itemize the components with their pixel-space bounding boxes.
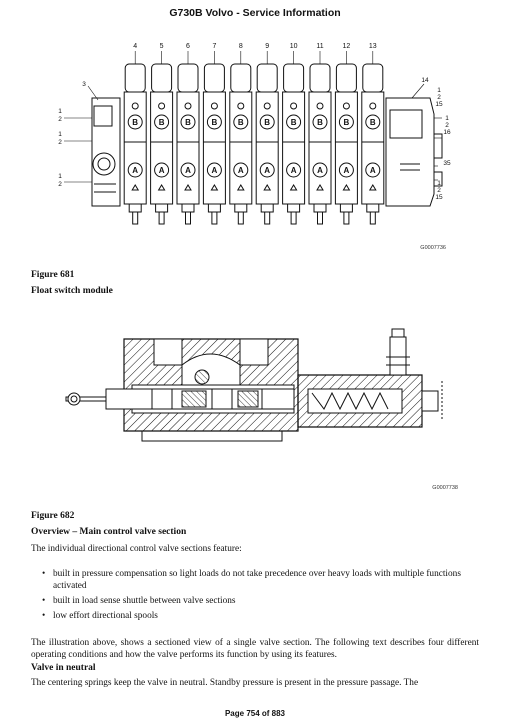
callout-left-b-2: 2 <box>58 139 62 146</box>
description-paragraph: The illustration above, shows a sectione… <box>31 638 479 660</box>
callout-8: 8 <box>239 43 243 50</box>
valve-section: BA <box>282 63 306 225</box>
valve-section: BA <box>361 63 385 225</box>
port-a-label: A <box>132 166 138 175</box>
callout-3: 3 <box>82 81 86 88</box>
valve-section: BA <box>308 63 332 225</box>
port-b-label: B <box>370 118 376 127</box>
callout-left-c-2: 2 <box>58 181 62 188</box>
feature-item: low effort directional spools <box>42 610 480 622</box>
valve-section: BA <box>176 63 200 225</box>
feature-item: built in pressure compensation so light … <box>42 568 480 592</box>
port-a-label: A <box>291 166 297 175</box>
port-a-label: A <box>264 166 270 175</box>
page-header-title: G730B Volvo - Service Information <box>169 7 341 19</box>
valve-section: BA <box>123 63 147 225</box>
port-a-label: A <box>212 166 218 175</box>
callout-right-c-1: 1 <box>437 180 441 187</box>
valve-section: BA <box>334 63 358 225</box>
port-a-label: A <box>185 166 191 175</box>
feature-item: built in load sense shuttle between valv… <box>42 595 480 607</box>
port-a-label: A <box>344 166 350 175</box>
callout-14: 14 <box>421 77 429 84</box>
callout-6: 6 <box>186 43 190 50</box>
intro-paragraph: The individual directional control valve… <box>31 544 242 554</box>
valve-in-neutral-heading: Valve in neutral <box>31 663 96 673</box>
valve-section: BA <box>202 63 226 225</box>
port-b-label: B <box>317 118 323 127</box>
valve-section: BA <box>229 63 253 225</box>
figure-682-title: Overview – Main control valve section <box>31 527 187 537</box>
callout-left-a-1: 1 <box>58 108 62 115</box>
callout-4: 4 <box>133 43 137 50</box>
port-a-label: A <box>159 166 165 175</box>
port-b-label: B <box>264 118 270 127</box>
port-b-label: B <box>159 118 165 127</box>
port-b-label: B <box>212 118 218 127</box>
callout-35: 35 <box>443 160 451 167</box>
figure-682-number: Figure 682 <box>31 511 75 521</box>
figure-682-code: G0007738 <box>432 485 458 491</box>
valve-section: BA <box>150 63 174 225</box>
callout-right-a-2: 2 <box>437 94 441 101</box>
callout-12: 12 <box>343 43 351 50</box>
port-b-label: B <box>185 118 191 127</box>
callout-5: 5 <box>160 43 164 50</box>
port-b-label: B <box>238 118 244 127</box>
figure-681-number: Figure 681 <box>31 270 75 280</box>
figure-682-valve-section-illustration: G0007738 <box>65 328 458 491</box>
valve-section: BA <box>255 63 279 225</box>
port-b-label: B <box>132 118 138 127</box>
callout-9: 9 <box>265 43 269 50</box>
callout-right-b-1: 1 <box>445 115 449 122</box>
callout-right-c-2: 2 <box>437 187 441 194</box>
figure-681-code: G0007736 <box>420 245 446 251</box>
callout-7: 7 <box>212 43 216 50</box>
callout-left-a-2: 2 <box>58 116 62 123</box>
figure-681-title: Float switch module <box>31 286 113 296</box>
neutral-paragraph: The centering springs keep the valve in … <box>31 678 419 688</box>
callout-right-b-16: 16 <box>443 129 451 136</box>
port-b-label: B <box>291 118 297 127</box>
callout-right-c-15: 15 <box>435 194 443 201</box>
port-a-label: A <box>238 166 244 175</box>
callout-right-a-15: 15 <box>435 101 443 108</box>
port-a-label: A <box>370 166 376 175</box>
callout-10: 10 <box>290 43 298 50</box>
page-number: Page 754 of 883 <box>224 709 286 718</box>
callout-right-b-2: 2 <box>445 122 449 129</box>
feature-list: built in pressure compensation so light … <box>42 568 480 625</box>
callout-11: 11 <box>316 43 323 50</box>
callout-13: 13 <box>369 43 377 50</box>
callout-left-c-1: 1 <box>58 173 62 180</box>
port-a-label: A <box>317 166 323 175</box>
callout-right-a-1: 1 <box>437 87 441 94</box>
port-b-label: B <box>344 118 350 127</box>
callout-left-b-1: 1 <box>58 131 62 138</box>
